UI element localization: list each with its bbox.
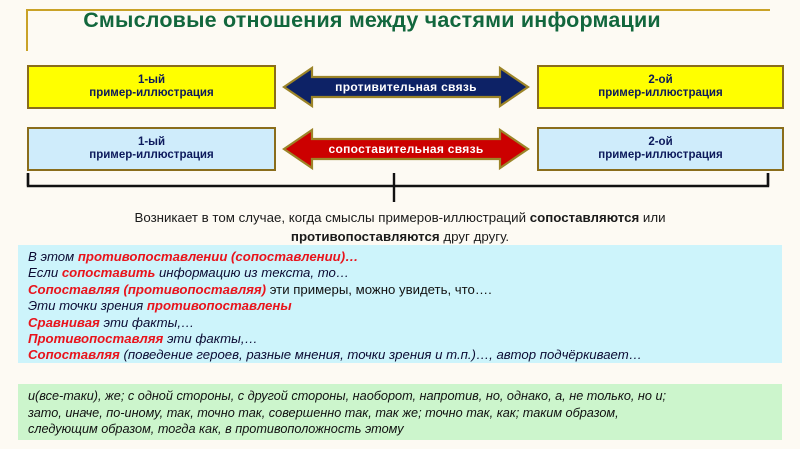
connectors-line: следующим образом, тогда как, в противоп… [28, 422, 404, 437]
phrase-highlight: Сопоставляя (противопоставляя) [28, 281, 267, 297]
connectors-line: зато, иначе, по-иному, так, точно так, с… [28, 405, 619, 420]
grouping-brace [6, 172, 794, 204]
example-box-line2: пример-иллюстрация [598, 87, 723, 99]
phrase-post: эти факты,… [163, 331, 258, 347]
example-phrase-line: Противопоставляя эти факты,… [28, 331, 782, 347]
phrase-highlight: сопоставить [61, 265, 156, 281]
example-phrase-line: Сопоставляя (поведение героев, разные мн… [28, 347, 782, 363]
phrase-post: эти факты,… [99, 314, 195, 330]
double-arrow-protivitelnaya[interactable]: противительная связь [282, 65, 530, 109]
example-box-line1: 1-ый [137, 73, 166, 86]
phrase-highlight: Сопоставляя [28, 347, 120, 363]
phrase-pre: В этом [28, 249, 78, 264]
explanation-line1-part2: или [639, 210, 666, 225]
example-phrase-line: Эти точки зрения противопоставлены [28, 298, 782, 314]
explanation-line1-bold: сопоставляются [529, 210, 640, 225]
double-arrow-label-sopostavitelnaya: сопоставительная связь [328, 142, 484, 156]
example-box-line2: пример-иллюстрация [89, 149, 214, 161]
example-phrase-line: Сравнивая эти факты,… [28, 315, 782, 331]
example-box-left-row1[interactable]: 1-ый пример-иллюстрация [27, 65, 276, 109]
explanation-paragraph: Возникает в том случае, когда смыслы при… [40, 208, 760, 247]
explanation-line2-bold: противопоставляются [290, 229, 440, 245]
connectors-block: и(все-таки), же; с одной стороны, с друг… [18, 384, 782, 440]
explanation-line1-part1: Возникает в том случае, когда смыслы при… [134, 210, 530, 225]
example-box-right-row1[interactable]: 2-ой пример-иллюстрация [537, 65, 784, 109]
double-arrow-label-protivitelnaya: противительная связь [335, 80, 477, 94]
example-box-line2: пример-иллюстрация [598, 149, 723, 161]
phrase-highlight: противопоставлены [146, 298, 292, 314]
double-arrow-sopostavitelnaya[interactable]: сопоставительная связь [282, 127, 530, 171]
phrase-post: (поведение героев, разные мнения, точки … [119, 347, 642, 363]
phrase-post: эти примеры, можно увидеть, что…. [266, 281, 492, 297]
connectors-line: и(все-таки), же; с одной стороны, с друг… [28, 389, 667, 403]
example-box-left-row2[interactable]: 1-ый пример-иллюстрация [27, 127, 276, 171]
explanation-line2-part: друг другу. [439, 229, 510, 245]
phrase-pre: Эти точки зрения [28, 298, 147, 314]
example-phrase-line: В этом противопоставлении (сопоставлении… [28, 249, 782, 265]
phrase-pre: Если [28, 265, 62, 281]
example-phrase-line: Сопоставляя (противопоставляя) эти приме… [28, 282, 782, 298]
examples-block: В этом противопоставлении (сопоставлении… [18, 245, 782, 363]
phrase-highlight: Противопоставляя [28, 331, 164, 347]
example-box-line1: 2-ой [648, 135, 673, 148]
example-box-line1: 2-ой [648, 73, 673, 86]
diagram-row-sopostavitelnaya: 1-ый пример-иллюстрация сопоставительная… [0, 127, 800, 171]
phrase-post: информацию из текста, то… [155, 265, 350, 281]
example-box-right-row2[interactable]: 2-ой пример-иллюстрация [537, 127, 784, 171]
example-box-line1: 1-ый [137, 135, 166, 148]
title-accent-frame [26, 9, 770, 51]
page-title: Смысловые отношения между частями информ… [83, 8, 661, 32]
example-phrase-line: Если сопоставить информацию из текста, т… [28, 265, 782, 281]
diagram-row-protivitelnaya: 1-ый пример-иллюстрация противительная с… [0, 65, 800, 109]
phrase-highlight: Сравнивая [28, 314, 100, 330]
phrase-highlight: противопоставлении (сопоставлении)… [77, 249, 359, 264]
example-box-line2: пример-иллюстрация [89, 87, 214, 99]
